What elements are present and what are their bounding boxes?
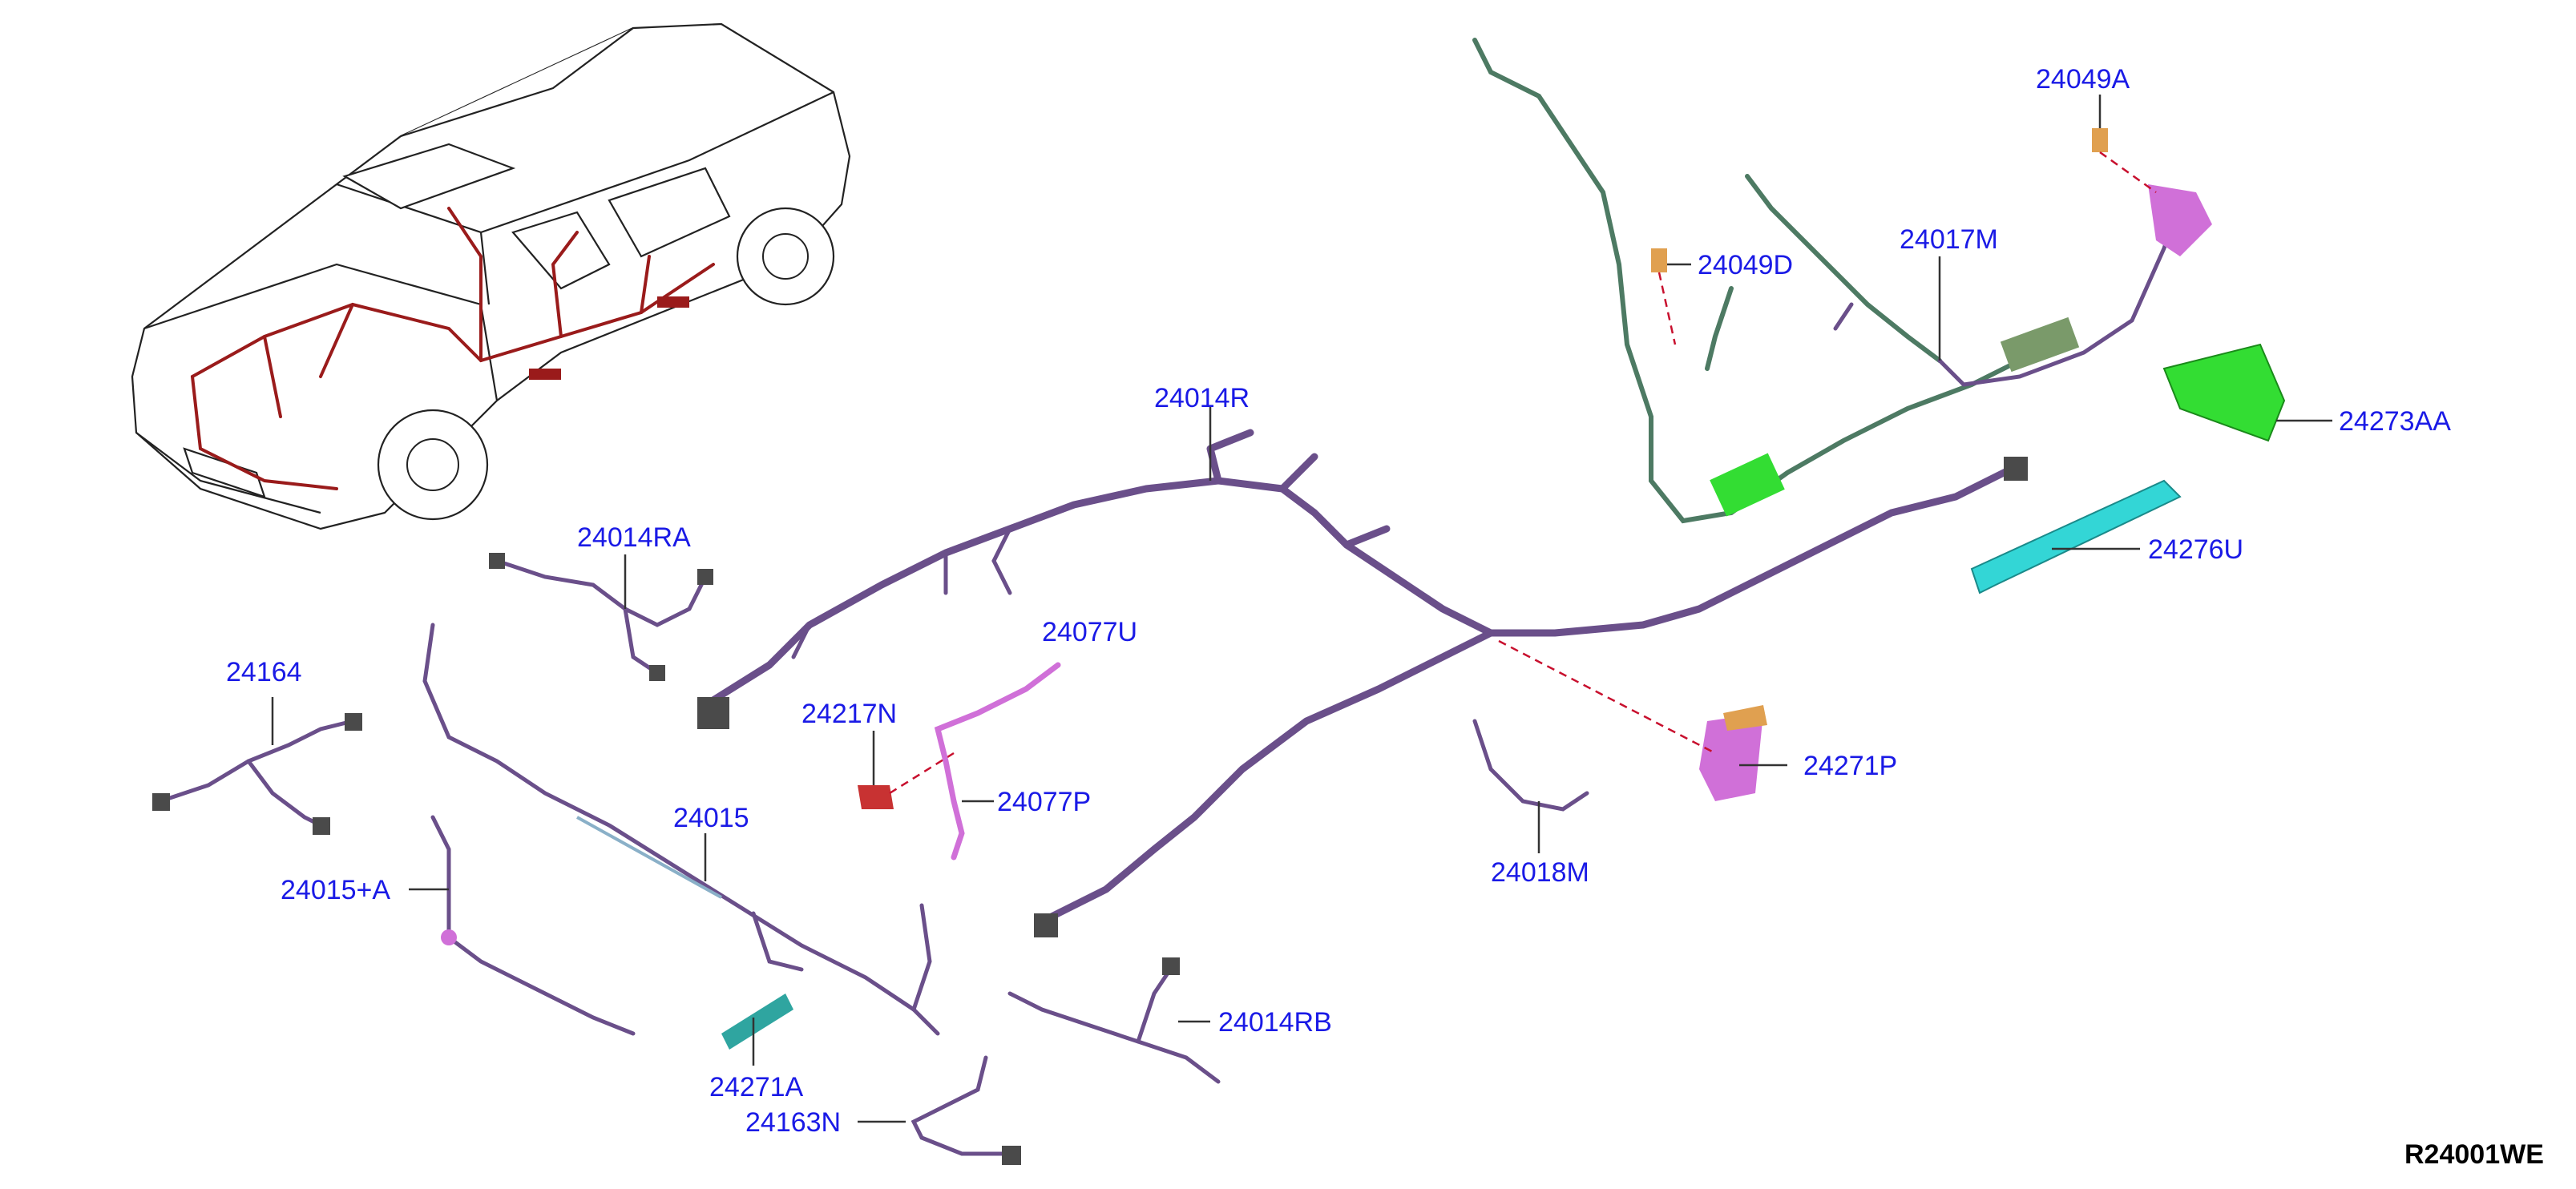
label-24276U: 24276U: [2148, 534, 2243, 565]
label-24077P: 24077P: [997, 787, 1091, 817]
truck-harness-path: [191, 263, 715, 378]
pink-bracket: [2148, 184, 2212, 256]
clip-24049A: [2092, 128, 2108, 152]
harness-24163N: [910, 1055, 1021, 1165]
label-24018M: 24018M: [1491, 857, 1589, 888]
diagram-code: R24001WE: [2404, 1139, 2544, 1170]
harness-24015: [422, 623, 940, 1036]
clip-24217N: [858, 785, 894, 809]
label-24014R: 24014R: [1154, 383, 1250, 413]
label-24014RB: 24014RB: [1218, 1007, 1332, 1038]
label-24049D: 24049D: [1698, 250, 1793, 280]
label-24273AA: 24273AA: [2339, 406, 2451, 437]
module-24273AA: [2162, 343, 2286, 442]
label-24163N: 24163N: [745, 1107, 841, 1138]
harness-24018M: [1472, 719, 1589, 812]
bracket-24271A: [721, 994, 793, 1050]
label-24017M: 24017M: [1900, 224, 1998, 255]
label-24015A: 24015+A: [281, 875, 390, 905]
truck-overview-illustration: [131, 22, 851, 530]
label-24077U: 24077U: [1042, 617, 1137, 647]
label-24014RA: 24014RA: [577, 522, 691, 553]
junction-block: [2000, 316, 2080, 373]
harness-24014RA: [489, 553, 713, 681]
label-24217N: 24217N: [801, 699, 897, 729]
label-24015: 24015: [673, 803, 749, 833]
harness-24077P: [934, 662, 1061, 861]
label-24271A: 24271A: [709, 1072, 804, 1102]
label-24164: 24164: [226, 657, 302, 687]
green-module: [1710, 453, 1785, 517]
harness-24017M-assembly: [1472, 38, 2212, 524]
harness-24164: [152, 713, 362, 835]
label-24049A: 24049A: [2036, 64, 2130, 95]
label-24271P: 24271P: [1803, 751, 1897, 781]
leader-lines: [271, 95, 2332, 1123]
bracket-24271P: [1699, 713, 1763, 801]
bracket-24276U: [1970, 479, 2182, 594]
harness-24014RB: [1007, 957, 1221, 1084]
clip-24049D: [1651, 248, 1667, 272]
harness-24015A: [430, 815, 636, 1036]
harness-24014R-assembly: [697, 429, 2028, 937]
